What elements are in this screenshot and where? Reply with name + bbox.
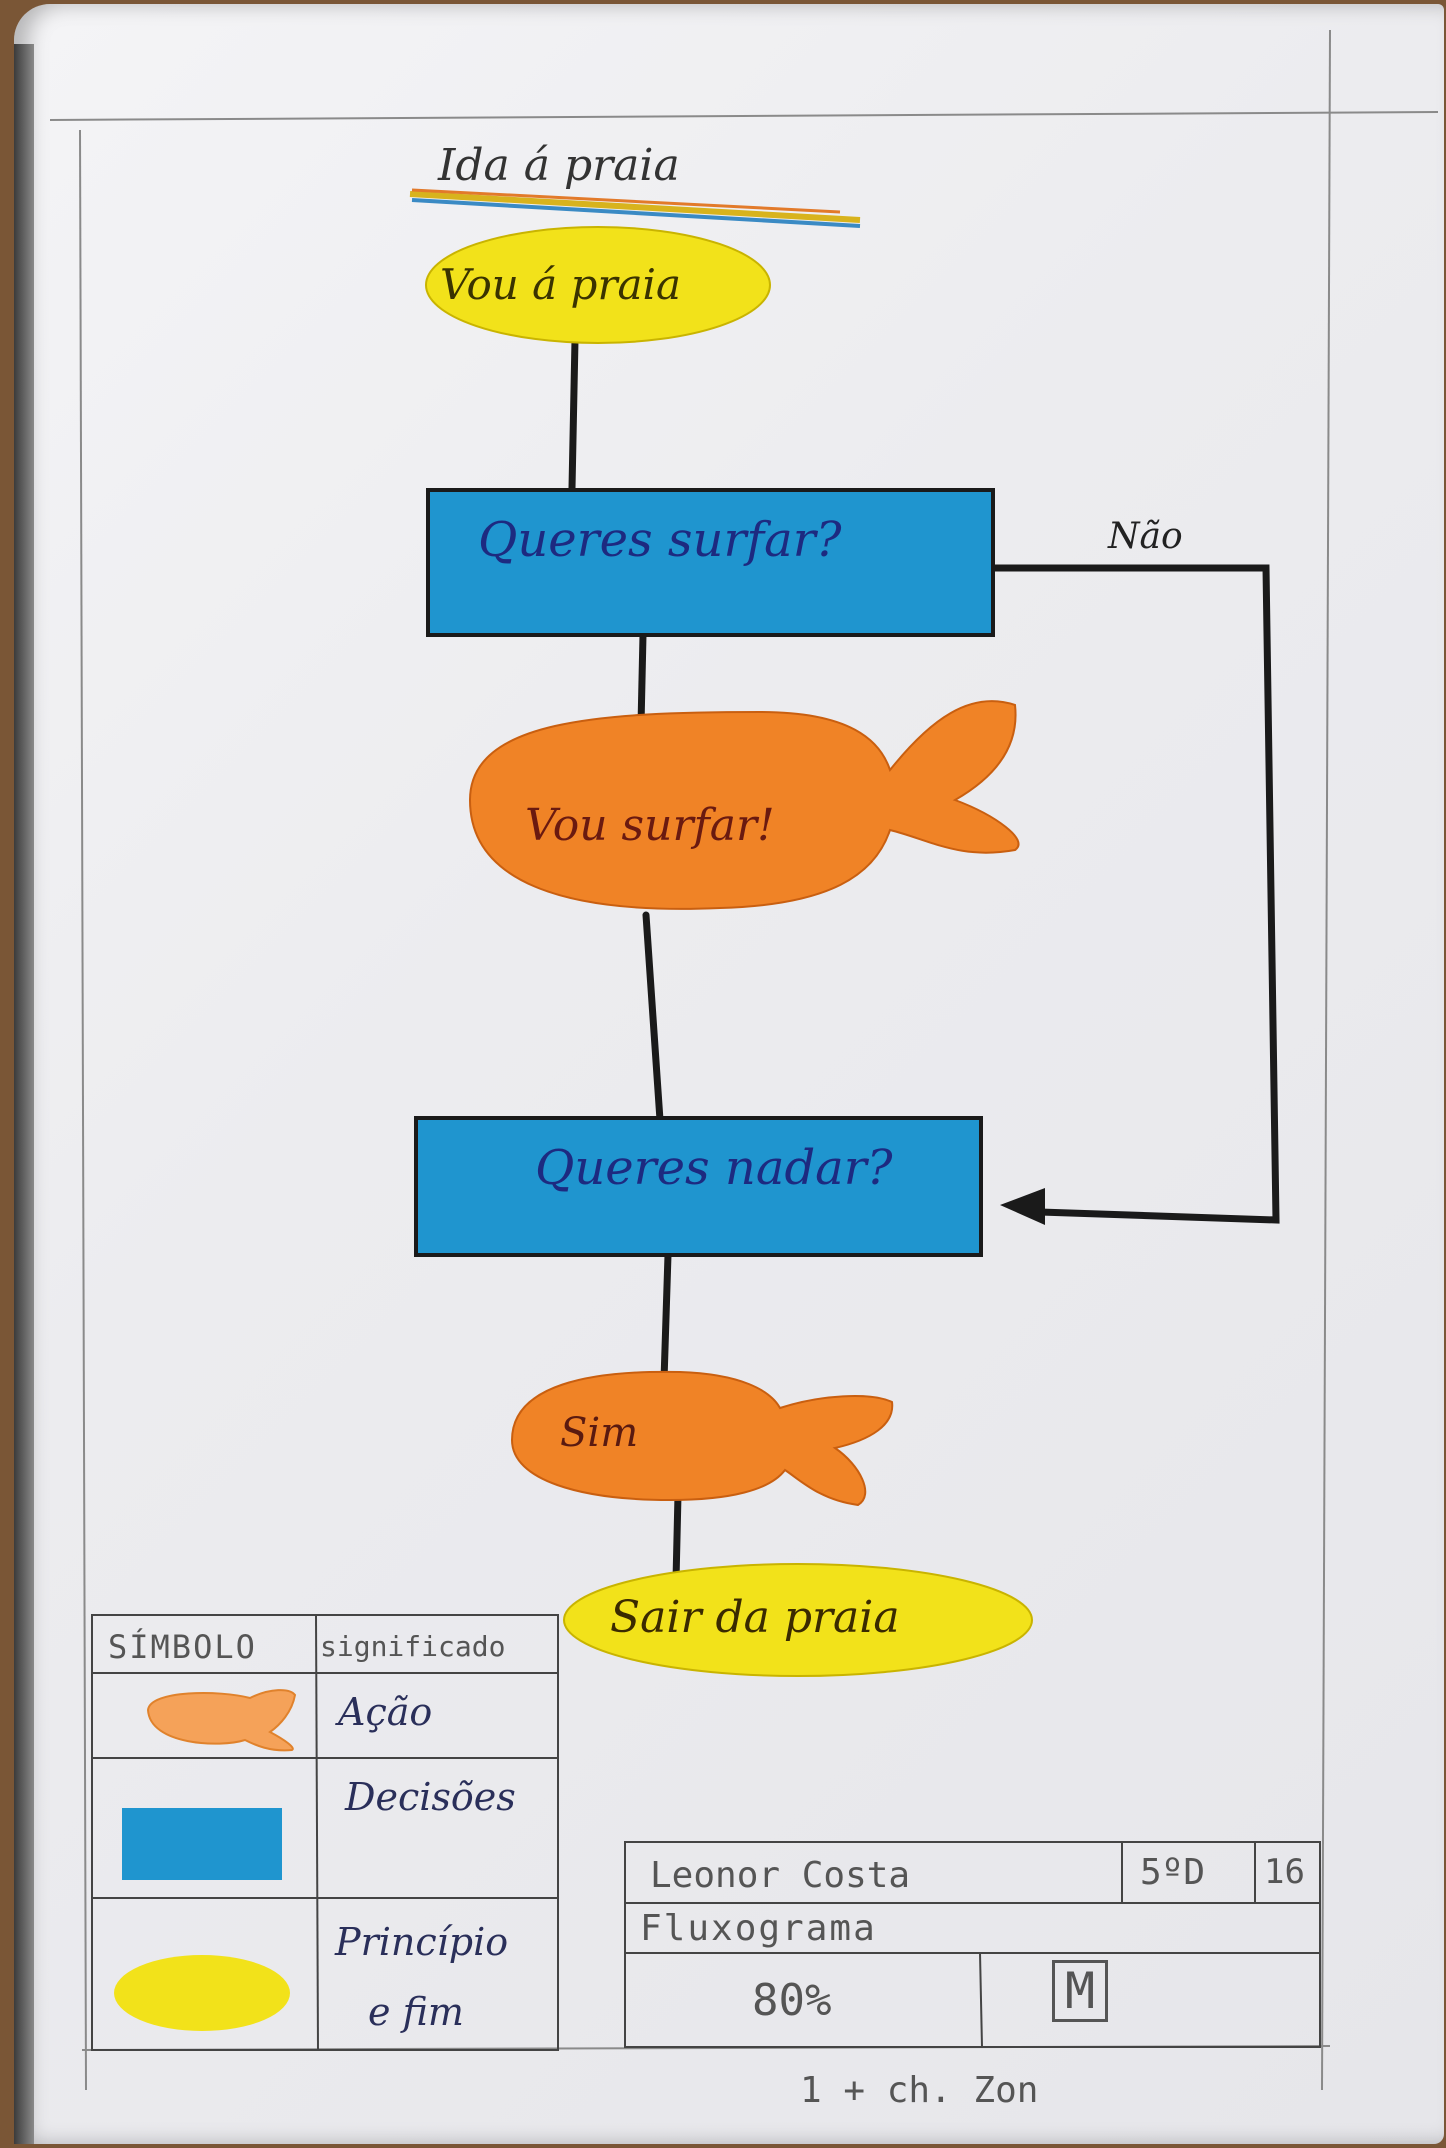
footer-note: 1 + ch. Zon <box>800 2070 1039 2111</box>
legend-decision-swatch <box>122 1808 282 1880</box>
page-binding <box>14 44 34 2144</box>
edge-label-no: Não <box>1108 516 1183 557</box>
notebook-page <box>14 4 1444 2144</box>
student-name: Leonor Costa <box>650 1855 911 1896</box>
end-terminal <box>563 1563 1033 1677</box>
student-number: 16 <box>1264 1852 1305 1892</box>
legend-decision-label: Decisões <box>345 1775 516 1819</box>
legend-action-swatch <box>146 1689 297 1752</box>
start-node-label: Vou á praia <box>440 260 682 309</box>
legend-header-meaning: significado <box>320 1630 506 1663</box>
edge-q1-a1 <box>637 631 647 729</box>
teacher-initials: M <box>1052 1960 1109 2022</box>
legend-start-end-label-2: e fim <box>368 1990 464 2034</box>
decision-1-label: Queres surfar? <box>478 512 842 568</box>
action-shape-2 <box>510 1370 894 1507</box>
title-block-table <box>624 1841 1321 2048</box>
legend-start-end-label-1: Princípio <box>335 1920 509 1964</box>
arrowhead <box>1000 1188 1045 1225</box>
grade-value: 80% <box>752 1975 832 2026</box>
margin-lines <box>49 29 1439 2091</box>
diagram-title: Ida á praia <box>438 140 680 191</box>
end-node-label: Sair da praia <box>610 1592 900 1643</box>
edge-a2-end <box>672 1491 682 1584</box>
assignment-subject: Fluxograma <box>640 1908 877 1949</box>
student-class: 5ºD <box>1140 1852 1206 1893</box>
edge-start-q1 <box>568 336 579 492</box>
legend-header-symbol: SÍMBOLO <box>108 1628 257 1666</box>
legend-terminal-swatch <box>114 1955 290 2031</box>
edge-a1-q2 <box>642 911 664 1124</box>
decision-box-1 <box>426 488 995 637</box>
legend-table <box>91 1614 559 2051</box>
connectors <box>568 336 1280 1584</box>
edge-no-loop <box>986 564 1280 1224</box>
action-1-label: Vou surfar! <box>525 800 775 851</box>
title-underline <box>409 188 861 228</box>
decision-box-2 <box>414 1116 983 1257</box>
action-2-label: Sim <box>560 1410 639 1456</box>
start-terminal <box>425 226 771 344</box>
decision-2-label: Queres nadar? <box>535 1140 893 1196</box>
edge-q2-a2 <box>660 1251 672 1384</box>
legend-action-label: Ação <box>338 1690 433 1734</box>
action-shape-1 <box>468 700 1020 910</box>
